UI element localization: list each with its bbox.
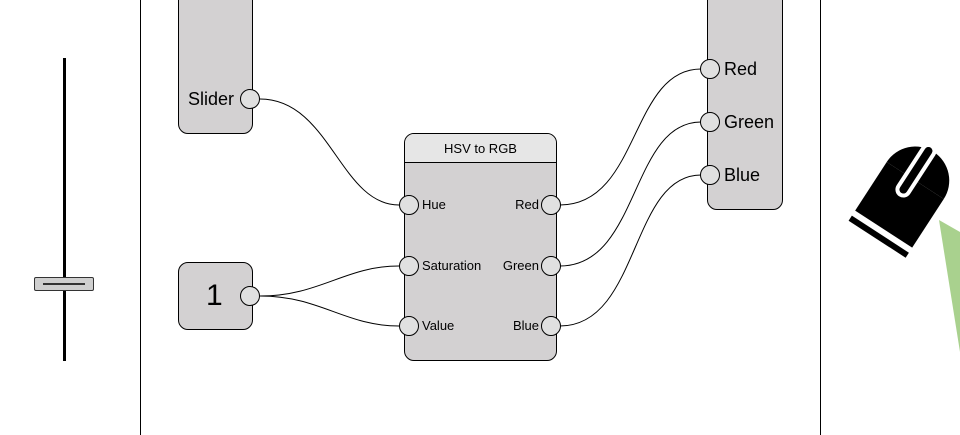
- output-node-label-blue: Blue: [724, 165, 761, 185]
- output-label-green: Green: [502, 258, 539, 273]
- input-label-hue: Hue: [422, 197, 446, 212]
- input-label-saturation: Saturation: [422, 258, 482, 273]
- lamp-body: [855, 161, 944, 248]
- constant-output-port[interactable]: [240, 286, 260, 306]
- slider-port-label: Slider: [188, 89, 235, 109]
- node-title: HSV to RGB: [405, 134, 556, 163]
- output-node-port-red[interactable]: [700, 59, 720, 79]
- constant-value: 1: [206, 279, 223, 312]
- wire-red: [559, 68, 702, 206]
- lamp-ring: [848, 215, 909, 258]
- slider-track: [63, 58, 66, 361]
- output-port-blue[interactable]: [541, 316, 561, 336]
- hsv-to-rgb-node[interactable]: HSV to RGB: [404, 133, 557, 361]
- output-port-green[interactable]: [541, 256, 561, 276]
- wire-slider-hue: [259, 98, 400, 206]
- input-label-value: Value: [422, 318, 455, 333]
- wire-green: [559, 121, 702, 267]
- slider-thumb[interactable]: [34, 277, 94, 291]
- input-port-saturation[interactable]: [399, 256, 419, 276]
- output-node-label-red: Red: [724, 59, 758, 79]
- wire-const-saturation: [259, 265, 400, 297]
- light-beam: [939, 220, 960, 352]
- output-node-label-green: Green: [724, 112, 775, 132]
- output-label-red: Red: [515, 197, 539, 212]
- slider-node[interactable]: [178, 0, 253, 134]
- lamp-light-icon: [848, 142, 960, 352]
- left-divider: [140, 0, 141, 435]
- slider-output-port[interactable]: [240, 89, 260, 109]
- output-label-blue: Blue: [512, 318, 539, 333]
- input-port-value[interactable]: [399, 316, 419, 336]
- output-node-port-blue[interactable]: [700, 165, 720, 185]
- wire-const-value: [259, 295, 400, 327]
- output-port-red[interactable]: [541, 195, 561, 215]
- output-node-port-green[interactable]: [700, 112, 720, 132]
- wire-blue: [559, 174, 702, 327]
- right-divider: [820, 0, 821, 435]
- input-port-hue[interactable]: [399, 195, 419, 215]
